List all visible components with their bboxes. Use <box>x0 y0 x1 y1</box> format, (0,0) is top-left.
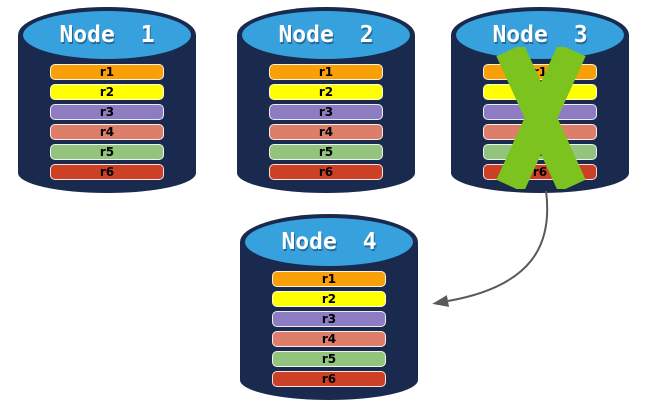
cylinder-top: Node 1 <box>23 11 191 59</box>
node-label: Node 4 <box>281 229 377 255</box>
node-label: Node 3 <box>492 22 588 48</box>
node-1: Node 1 r1 r2 r3 r4 r5 r6 <box>18 7 196 193</box>
replica-label: r4 <box>321 332 337 346</box>
replica-bar-r1: r1 <box>269 64 383 80</box>
replica-label: r5 <box>99 145 115 159</box>
replica-stack: r1 r2 r3 r4 r5 r6 <box>272 271 386 387</box>
replica-label: r1 <box>99 65 115 79</box>
replica-bar-r3: r3 <box>269 104 383 120</box>
cylinder-top: Node 4 <box>245 218 413 266</box>
node-2: Node 2 r1 r2 r3 r4 r5 r6 <box>237 7 415 193</box>
cylinder-top: Node 3 <box>456 11 624 59</box>
replica-stack: r1 r2 r3 r4 r5 r6 <box>269 64 383 180</box>
replica-bar-r6: r6 <box>269 164 383 180</box>
replica-label: r1 <box>321 272 337 286</box>
node-4: Node 4 r1 r2 r3 r4 r5 r6 <box>240 214 418 400</box>
replica-bar-r4: r4 <box>272 331 386 347</box>
replica-label: r3 <box>318 105 334 119</box>
replica-bar-r2: r2 <box>272 291 386 307</box>
replica-label: r1 <box>318 65 334 79</box>
failover-arrow-path <box>432 190 549 307</box>
replica-bar-r4: r4 <box>50 124 164 140</box>
replica-bar-r5: r5 <box>272 351 386 367</box>
replica-label: r4 <box>318 125 334 139</box>
failure-x-icon <box>496 47 586 189</box>
replica-bar-r2: r2 <box>50 84 164 100</box>
replica-bar-r3: r3 <box>272 311 386 327</box>
replica-bar-r3: r3 <box>50 104 164 120</box>
replica-label: r4 <box>99 125 115 139</box>
node-3: Node 3 r1 r2 r3 r4 r5 r6 <box>451 7 629 193</box>
replica-bar-r6: r6 <box>272 371 386 387</box>
replica-bar-r6: r6 <box>50 164 164 180</box>
cylinder-top: Node 2 <box>242 11 410 59</box>
replica-label: r5 <box>321 352 337 366</box>
replica-stack: r1 r2 r3 r4 r5 r6 <box>50 64 164 180</box>
replica-label: r6 <box>532 165 548 179</box>
replica-bar-r1: r1 <box>50 64 164 80</box>
replica-label: r6 <box>318 165 334 179</box>
replica-label: r2 <box>99 85 115 99</box>
replica-bar-r4: r4 <box>269 124 383 140</box>
replica-label: r2 <box>321 292 337 306</box>
replica-label: r5 <box>318 145 334 159</box>
replica-label: r6 <box>321 372 337 386</box>
replica-label: r6 <box>99 165 115 179</box>
replica-bar-r5: r5 <box>50 144 164 160</box>
replica-bar-r2: r2 <box>269 84 383 100</box>
replica-label: r3 <box>99 105 115 119</box>
node-label: Node 2 <box>278 22 374 48</box>
replica-bar-r5: r5 <box>269 144 383 160</box>
replica-label: r2 <box>318 85 334 99</box>
node-label: Node 1 <box>59 22 155 48</box>
replica-label: r3 <box>321 312 337 326</box>
replica-bar-r1: r1 <box>272 271 386 287</box>
